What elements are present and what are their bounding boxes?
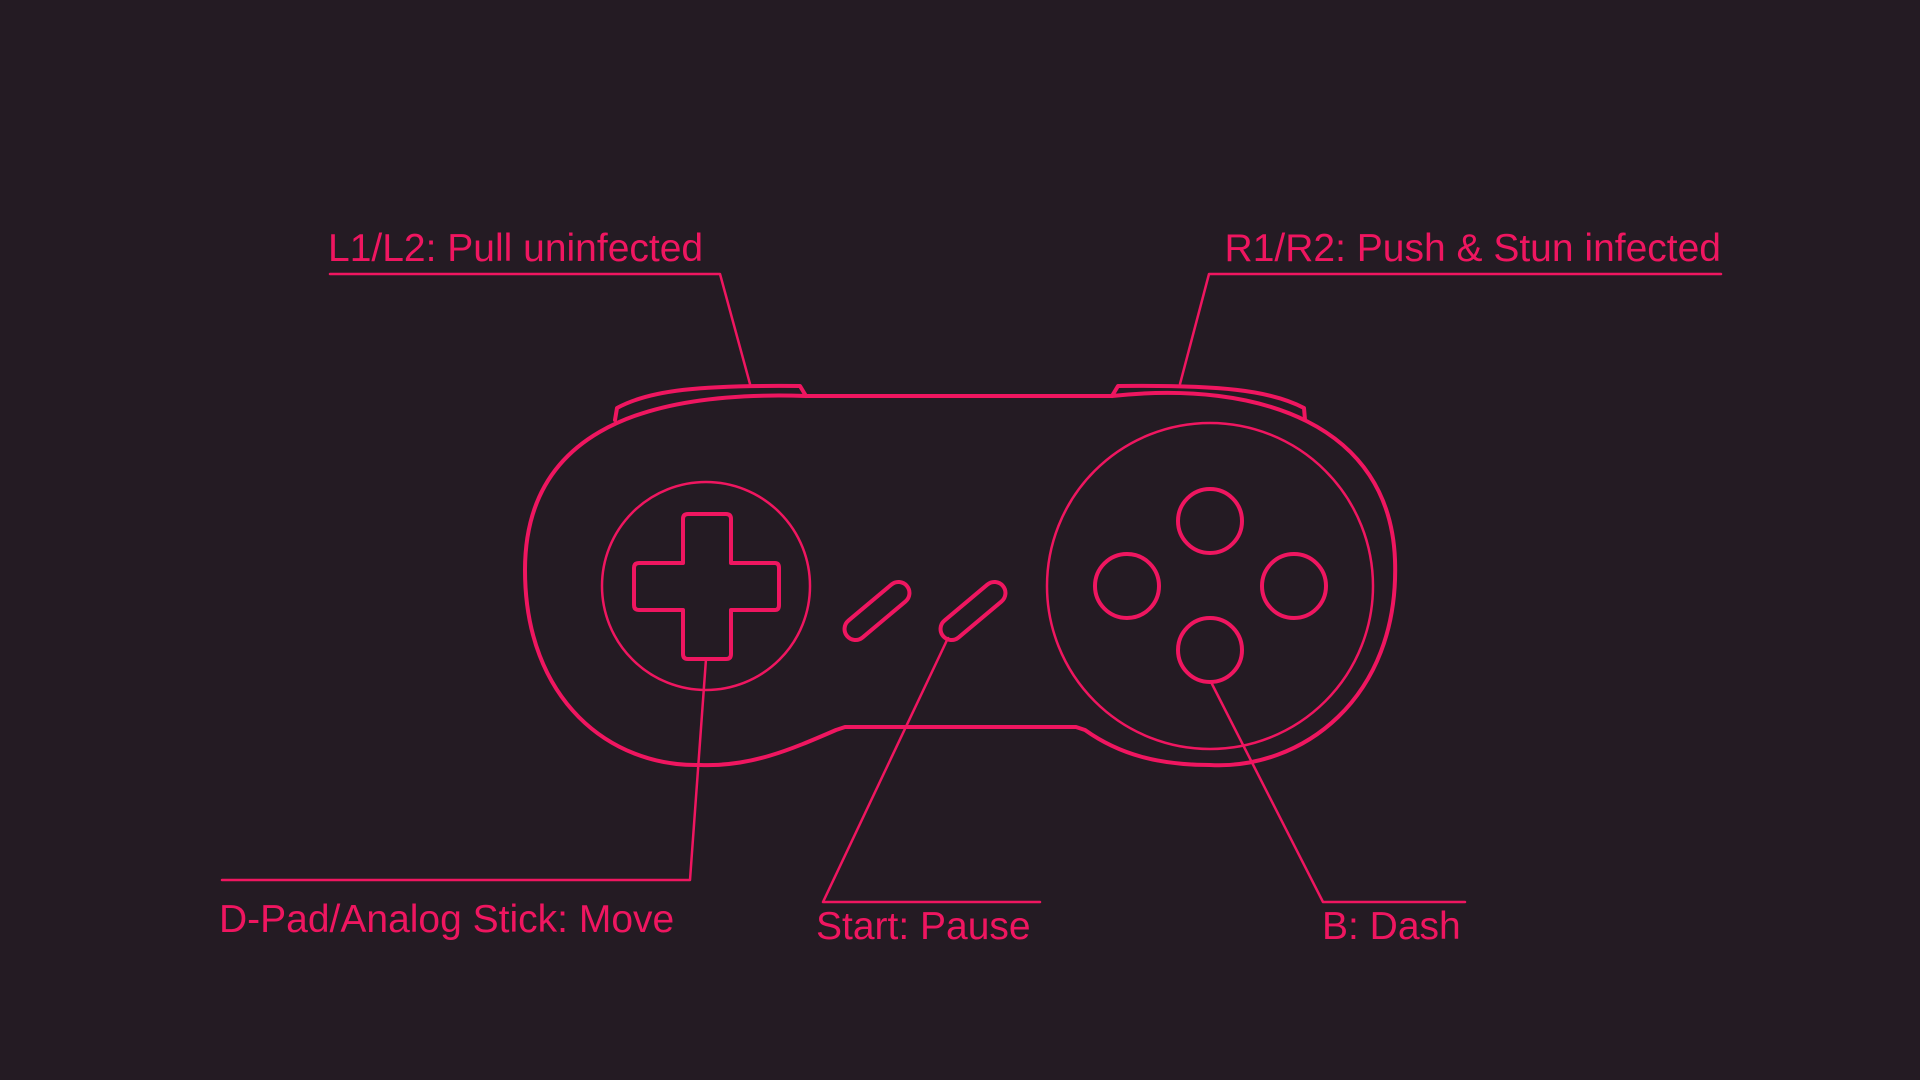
- label-start: Start: Pause: [816, 905, 1031, 948]
- dpad-icon: [632, 512, 781, 661]
- callout-shoulder-left: [328, 272, 752, 386]
- controller-body: [523, 390, 1398, 768]
- start-button: [938, 580, 1008, 642]
- left-shoulder-bumper: [613, 383, 808, 422]
- label-shoulder-right: R1/R2: Push & Stun infected: [1225, 227, 1721, 270]
- label-shoulder-left: L1/L2: Pull uninfected: [328, 227, 703, 270]
- x-button: [1176, 487, 1244, 555]
- a-button: [1260, 552, 1328, 620]
- label-b-button: B: Dash: [1322, 905, 1461, 948]
- callout-dpad: [220, 657, 708, 882]
- gamepad-icon: [523, 383, 1398, 768]
- y-button: [1093, 552, 1161, 620]
- label-dpad: D-Pad/Analog Stick: Move: [219, 898, 674, 941]
- callout-shoulder-right: [1178, 272, 1723, 386]
- b-button: [1176, 616, 1244, 684]
- dpad-ring: [600, 480, 812, 692]
- select-button: [842, 580, 912, 642]
- callout-start: [821, 636, 1042, 904]
- callout-lines: [220, 272, 1723, 904]
- callout-b-button: [1210, 682, 1467, 904]
- right-shoulder-bumper: [1110, 383, 1307, 422]
- face-buttons-ring: [1045, 421, 1375, 751]
